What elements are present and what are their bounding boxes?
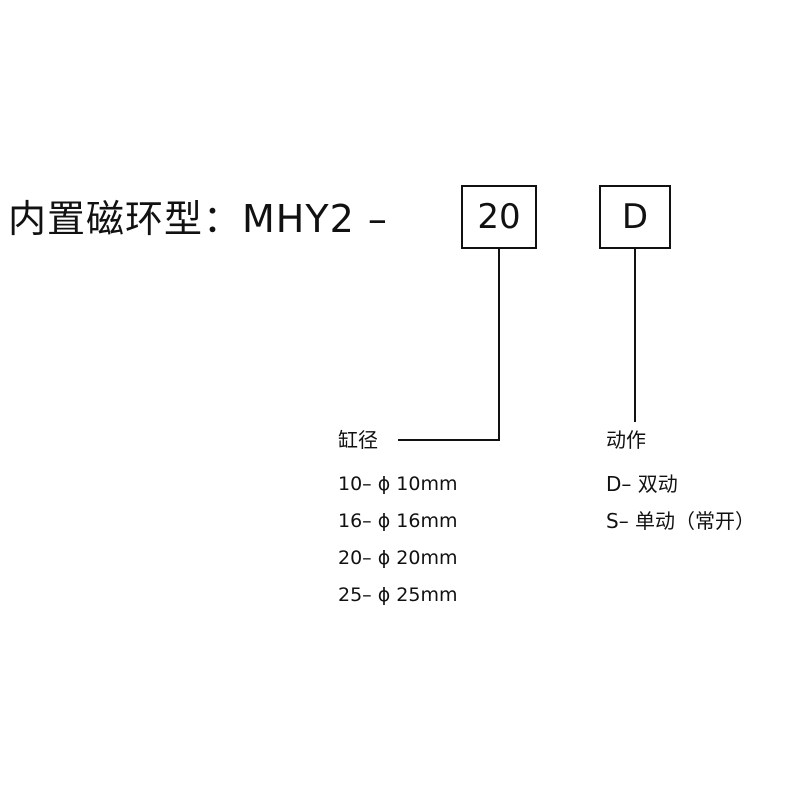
action-options: D– 双动 S– 单动（常开） <box>606 466 755 540</box>
model-title: 内置磁环型：MHY2 – <box>8 197 388 241</box>
action-code-value: D <box>621 197 649 237</box>
bore-code-box: 20 <box>461 185 537 249</box>
bore-option: 25– ϕ 25mm <box>338 584 458 606</box>
bore-option: 20– ϕ 20mm <box>338 547 458 569</box>
bore-connector <box>398 249 500 441</box>
bore-option: 16– ϕ 16mm <box>338 510 458 532</box>
action-code-box: D <box>599 185 671 249</box>
action-heading: 动作 <box>606 428 646 452</box>
bore-options: 10– ϕ 10mm 16– ϕ 16mm 20– ϕ 20mm 25– ϕ 2… <box>338 466 457 614</box>
bore-code-value: 20 <box>477 197 521 237</box>
action-option: D– 双动 <box>606 472 678 496</box>
bore-heading: 缸径 <box>338 428 378 452</box>
action-option: S– 单动（常开） <box>606 509 756 533</box>
bore-option: 10– ϕ 10mm <box>338 473 458 495</box>
